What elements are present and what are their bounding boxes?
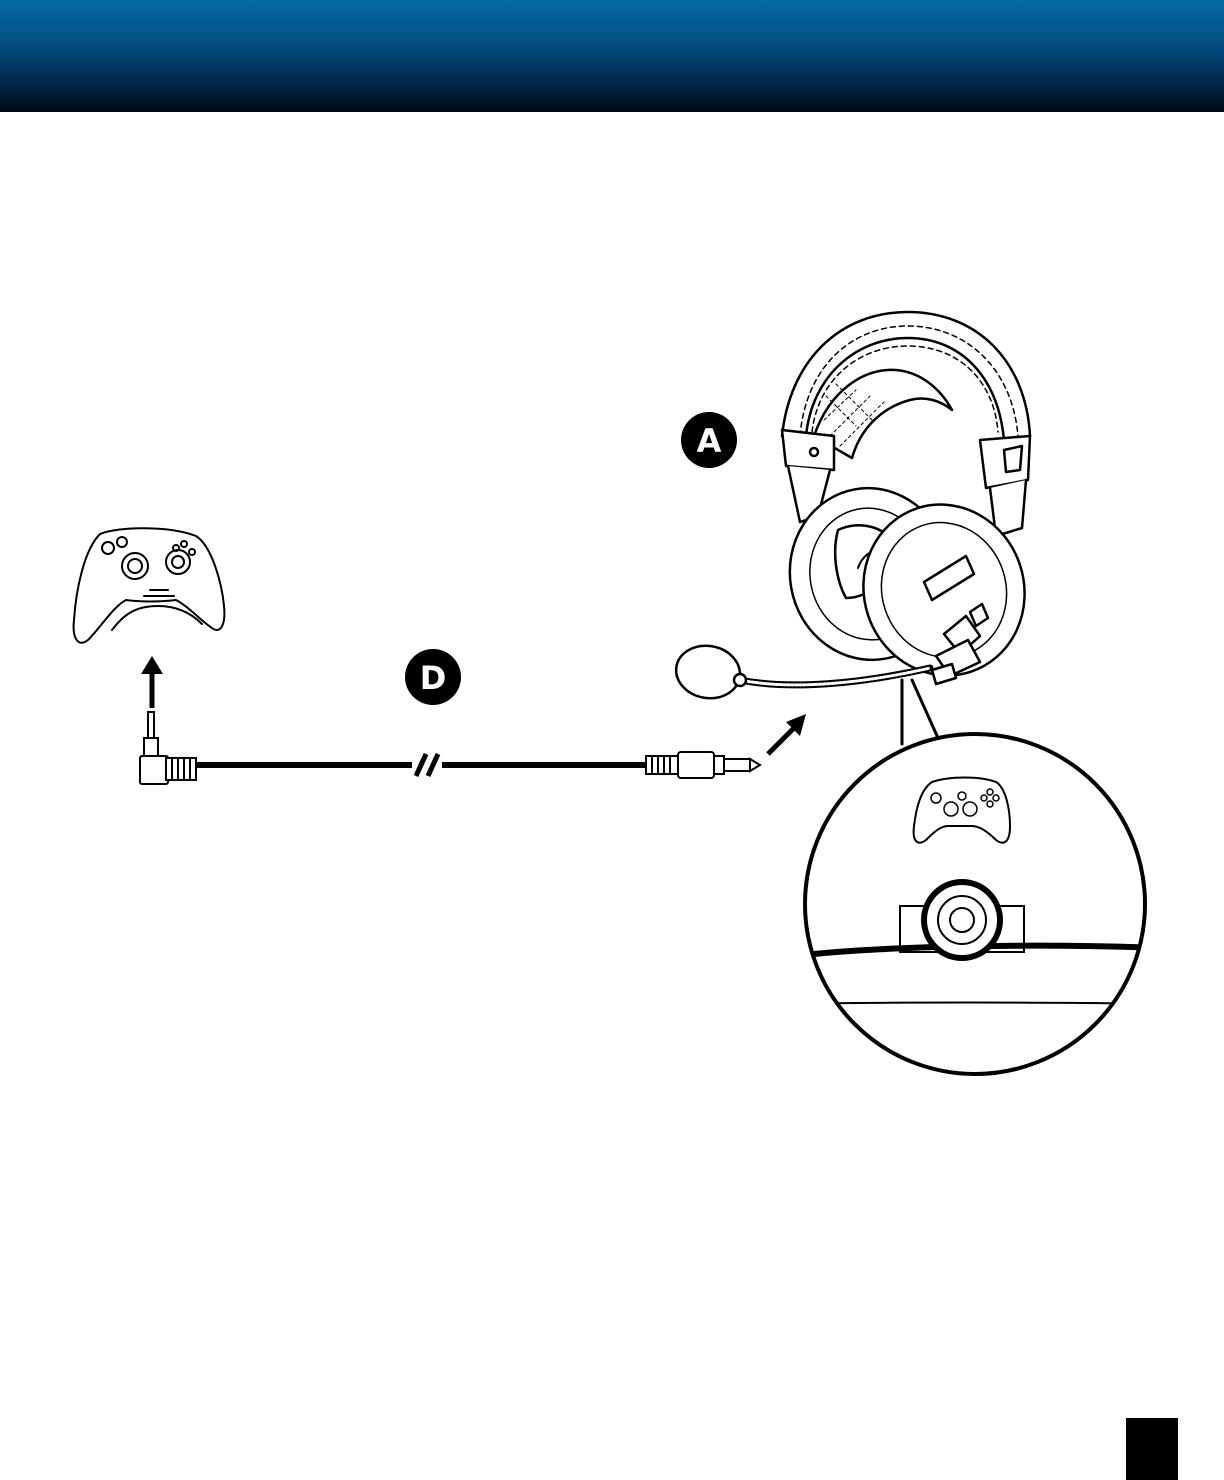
controller-icon bbox=[74, 528, 225, 643]
arrow-up-icon bbox=[141, 656, 163, 708]
controller-port-zoom bbox=[780, 734, 1160, 1074]
svg-text:A: A bbox=[697, 422, 722, 460]
cable-label-badge: D bbox=[405, 649, 461, 705]
arrow-diagonal-icon bbox=[768, 714, 806, 754]
straight-plug-icon bbox=[646, 752, 760, 778]
headset-icon bbox=[672, 312, 1047, 744]
right-angle-plug-icon bbox=[140, 712, 196, 784]
audio-cable bbox=[140, 712, 760, 784]
svg-text:D: D bbox=[420, 659, 447, 697]
page-number-box bbox=[1126, 1418, 1178, 1480]
headset-label-badge: A bbox=[681, 412, 737, 468]
